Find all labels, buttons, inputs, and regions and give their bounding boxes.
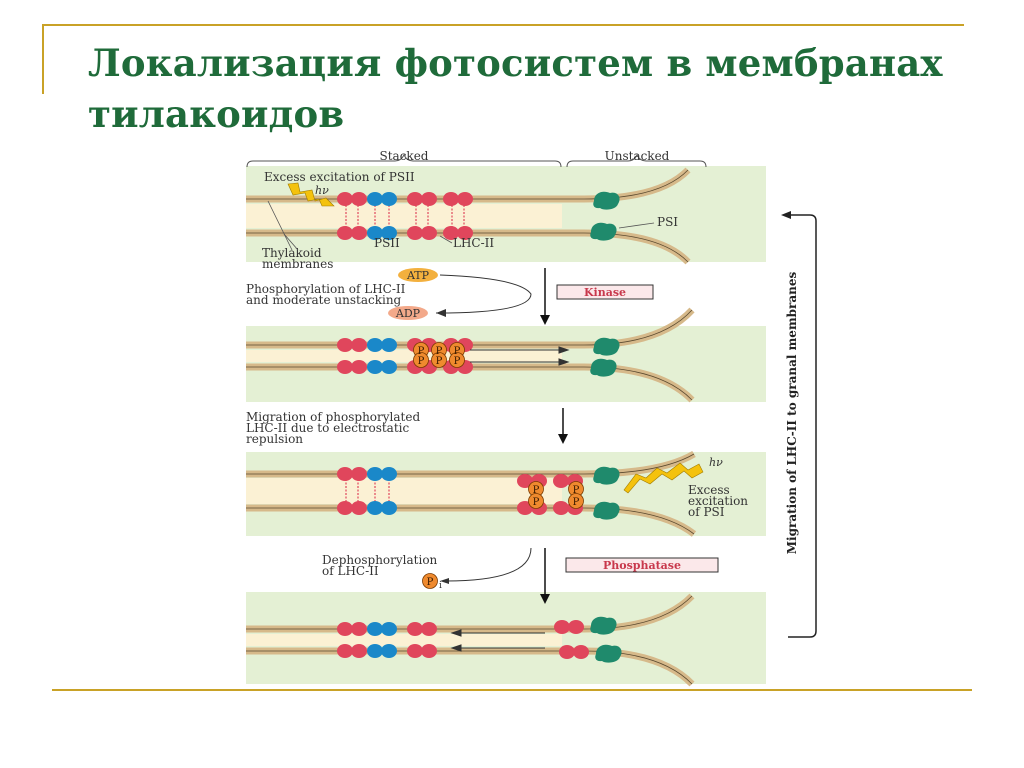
psi-complex bbox=[590, 616, 617, 635]
label-thylakoid: Thylakoid bbox=[262, 246, 322, 260]
psi-complex bbox=[590, 222, 617, 241]
atp-badge bbox=[398, 268, 438, 282]
label-psii: PSII bbox=[374, 236, 400, 250]
label-atp: ATP bbox=[406, 269, 430, 282]
panel-1-tethers bbox=[345, 205, 465, 227]
label-mig-line3: repulsion bbox=[246, 432, 303, 446]
atp-adp-arrowhead bbox=[436, 309, 446, 317]
psi-complex bbox=[593, 337, 620, 356]
panel-3-membranes bbox=[246, 450, 697, 537]
label-p: P bbox=[418, 356, 425, 367]
label-mig-line2: LHC-II due to electrostatic bbox=[246, 421, 409, 435]
slide-title: Локализация фотосистем в мембранах тилак… bbox=[88, 41, 943, 136]
psi-leader bbox=[618, 222, 655, 229]
label-stacked: Stacked bbox=[380, 149, 429, 163]
step-1-arrowhead bbox=[540, 315, 550, 325]
label-p: P bbox=[418, 346, 425, 357]
label-p: P bbox=[454, 356, 461, 367]
stacked-bracket bbox=[246, 153, 562, 168]
label-p: P bbox=[454, 346, 461, 357]
psi-complex bbox=[595, 644, 622, 663]
atp-adp-arrow bbox=[435, 274, 532, 314]
pi-release-arrow bbox=[445, 547, 532, 582]
side-bracket-arrowhead bbox=[781, 211, 791, 219]
thylakoid-leaders bbox=[267, 200, 299, 251]
label-psi-1: PSI bbox=[657, 215, 678, 229]
label-adp: ADP bbox=[395, 307, 421, 320]
label-side: Migration of LHC-II to granal membranes bbox=[785, 272, 799, 555]
left-rule bbox=[42, 24, 44, 94]
label-lhcii: LHC-II bbox=[453, 236, 494, 250]
label-pi-sub: i bbox=[439, 581, 442, 591]
label-excess-psi-line2: excitation bbox=[688, 494, 748, 508]
side-bracket bbox=[788, 214, 817, 638]
light-bolt-icon bbox=[623, 462, 704, 494]
label-dephos-line1: Dephosphorylation bbox=[322, 553, 438, 567]
label-p: P bbox=[573, 485, 580, 496]
top-rule bbox=[42, 24, 964, 26]
label-p: P bbox=[436, 346, 443, 357]
label-hv-2: hν bbox=[709, 456, 723, 469]
label-phos-line1: Phosphorylation of LHC-II bbox=[246, 282, 406, 296]
panel-1-membranes bbox=[246, 167, 691, 265]
label-phosphatase: Phosphatase bbox=[603, 559, 681, 572]
label-excess-psi-line1: Excess bbox=[688, 483, 730, 497]
bottom-rule bbox=[52, 689, 972, 691]
label-p: P bbox=[427, 577, 434, 588]
label-excess-psi-line3: of PSI bbox=[688, 505, 725, 519]
psi-complex bbox=[590, 358, 617, 377]
step-3-arrowhead bbox=[540, 594, 550, 604]
psi-complex bbox=[593, 191, 620, 210]
phosphatase-box bbox=[565, 557, 719, 573]
panel-3-tethers bbox=[345, 479, 390, 503]
label-p: P bbox=[533, 497, 540, 508]
return-arrows bbox=[450, 629, 545, 652]
kinase-box bbox=[556, 284, 654, 300]
panel-2-membranes bbox=[246, 307, 695, 403]
label-dephos-line2: of LHC-II bbox=[322, 564, 379, 578]
adp-badge bbox=[388, 306, 428, 320]
label-p: P bbox=[436, 356, 443, 367]
label-unstacked: Unstacked bbox=[605, 149, 670, 163]
label-membranes: membranes bbox=[262, 257, 333, 271]
label-p: P bbox=[573, 497, 580, 508]
lhcii-leader bbox=[439, 235, 453, 244]
label-p: P bbox=[533, 485, 540, 496]
pi-release-arrowhead bbox=[440, 578, 449, 584]
light-bolt-icon bbox=[287, 182, 335, 207]
unstacked-bracket bbox=[566, 153, 707, 168]
label-excess-psii: Excess excitation of PSII bbox=[264, 170, 415, 184]
label-phos-line2: and moderate unstacking bbox=[246, 293, 402, 307]
label-hv-1: hν bbox=[315, 184, 329, 197]
label-mig-line1: Migration of phosphorylated bbox=[246, 410, 420, 424]
psi-complex bbox=[593, 466, 620, 485]
psi-complex bbox=[593, 501, 620, 520]
migration-arrows bbox=[470, 346, 570, 366]
label-kinase: Kinase bbox=[584, 286, 626, 299]
step-2-arrowhead bbox=[558, 434, 568, 444]
